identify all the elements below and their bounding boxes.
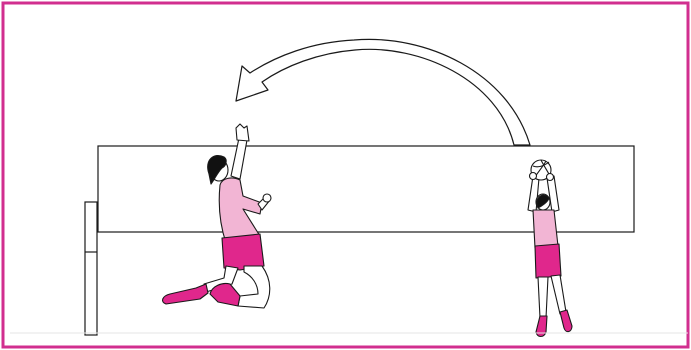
- setter-player-right-shoe: [560, 310, 572, 332]
- setter-player-shorts: [535, 244, 561, 278]
- net-post: [85, 202, 97, 335]
- jumping-player-raised-hand: [236, 124, 249, 141]
- setter-player-left-hand: [530, 173, 537, 180]
- setter-player-right-hand: [547, 174, 554, 181]
- setter-player-jersey: [533, 210, 558, 248]
- jumping-player-front-shoe: [210, 283, 240, 306]
- jumping-player-shorts: [222, 234, 264, 270]
- setter-player-left-leg: [538, 277, 548, 318]
- jumping-player-hand: [263, 194, 271, 202]
- curved-arrow-icon: [236, 39, 530, 145]
- jumping-player-front-leg: [238, 266, 270, 308]
- setter-player-right-leg: [551, 275, 566, 314]
- jumping-player-back-shoe: [163, 284, 208, 304]
